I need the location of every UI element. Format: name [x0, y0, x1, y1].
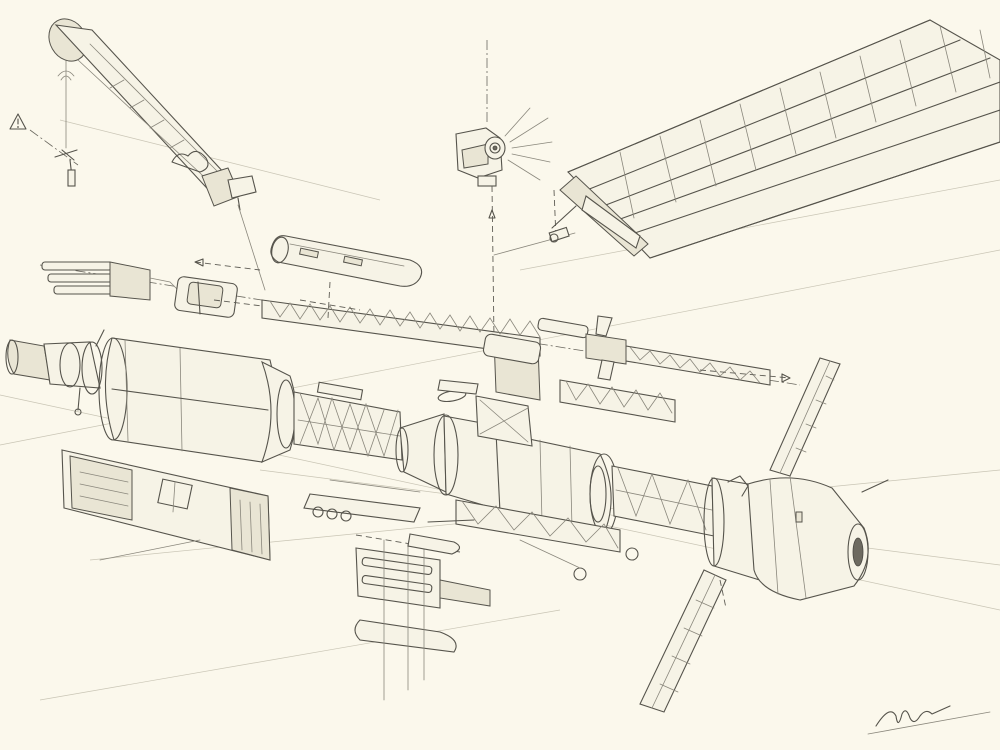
rover-bogie	[303, 479, 421, 523]
lower-docked-modules	[354, 519, 491, 701]
solar-panel-upper-right	[769, 357, 841, 477]
cargo-airlock-block	[61, 449, 271, 561]
robotic-arm	[48, 18, 266, 291]
lower-truss	[455, 499, 639, 581]
secondary-module-right	[537, 315, 627, 381]
upper-truss	[39, 264, 801, 423]
engine-module	[5, 329, 105, 416]
docking-probe-assembly	[41, 258, 263, 318]
habitat-ring-module	[703, 475, 869, 601]
docking-collar	[174, 276, 238, 318]
forward-truss	[611, 465, 715, 537]
camera-sensor-unit	[455, 40, 576, 341]
warning-triangle-icon	[9, 113, 27, 130]
solar-array-top-right	[548, 19, 1000, 259]
cargo-capsule	[270, 235, 423, 319]
central-node	[395, 333, 619, 535]
fuel-tank-module	[98, 337, 297, 464]
artist-signature	[867, 705, 991, 735]
solar-panel-lower-right	[639, 479, 889, 713]
antenna-probe-left	[29, 29, 79, 187]
connecting-truss	[293, 381, 403, 461]
